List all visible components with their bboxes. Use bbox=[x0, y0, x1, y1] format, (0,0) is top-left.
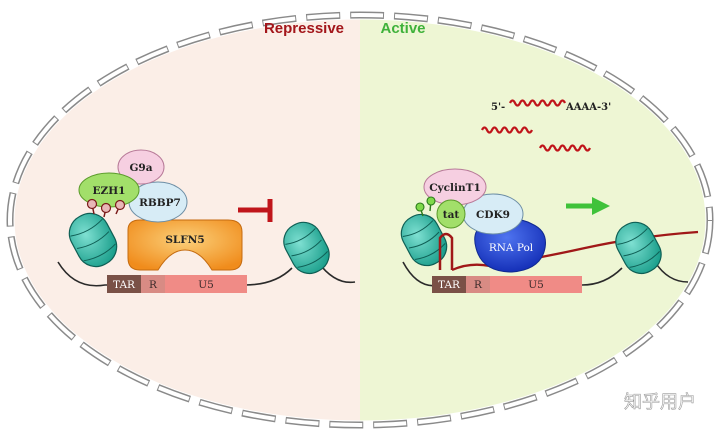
cyclint1-label: CyclinT1 bbox=[429, 182, 481, 194]
nucleosome-active-left bbox=[400, 213, 448, 267]
r-label-active: R bbox=[474, 279, 483, 291]
tar-box bbox=[107, 275, 141, 293]
repressive-header: Repressive bbox=[264, 20, 344, 37]
active-header: Active bbox=[380, 20, 425, 37]
mrna-wave-2 bbox=[480, 126, 534, 134]
nucleosome-active-right bbox=[615, 221, 662, 275]
slfn5-label: SLFN5 bbox=[165, 234, 204, 246]
r-box-active bbox=[466, 276, 490, 293]
slfn5-protein bbox=[127, 219, 243, 271]
inhibition-bar-icon bbox=[238, 199, 273, 222]
active-panel: 5'- AAAA-3' TAR R U5 bbox=[400, 99, 699, 293]
rbbp7-label: RBBP7 bbox=[139, 197, 181, 209]
nucleosome-repressive-right bbox=[283, 221, 330, 275]
repressive-panel: TAR R U5 SLFN5 RBBP7 G9a EZH1 bbox=[57, 149, 356, 293]
tat-label: tat bbox=[443, 209, 460, 221]
tar-label-active: TAR bbox=[438, 279, 461, 291]
cdk9-label: CDK9 bbox=[476, 209, 510, 221]
mrna-wave-3 bbox=[538, 144, 592, 152]
rna-pol-label: RNA Pol bbox=[489, 242, 534, 254]
green-arrow-icon bbox=[566, 197, 610, 215]
u5-label: U5 bbox=[198, 279, 214, 291]
mrna-3prime: AAAA-3' bbox=[565, 102, 611, 113]
acetylation-marks bbox=[415, 196, 436, 217]
ezh1-label: EZH1 bbox=[93, 185, 126, 197]
r-box bbox=[141, 275, 165, 293]
mrna-5prime: 5'- bbox=[491, 102, 505, 113]
u5-label-active: U5 bbox=[528, 279, 544, 291]
active-background bbox=[360, 15, 710, 425]
membrane-inner-highlight bbox=[8, 13, 712, 427]
mrna-wave-main bbox=[508, 99, 567, 107]
tar-rna-loop bbox=[438, 232, 454, 270]
nucleosome-left bbox=[68, 212, 118, 268]
g9a-protein bbox=[117, 149, 165, 185]
tar-box-active bbox=[432, 276, 466, 293]
watermark-text: 知乎用户 bbox=[624, 392, 696, 413]
u5-box bbox=[165, 275, 247, 293]
methylation-marks bbox=[86, 198, 126, 218]
u5-box-active bbox=[490, 276, 582, 293]
tat-protein bbox=[436, 199, 466, 229]
tar-label: TAR bbox=[113, 279, 136, 291]
r-label: R bbox=[149, 279, 158, 291]
g9a-label: G9a bbox=[129, 162, 152, 174]
